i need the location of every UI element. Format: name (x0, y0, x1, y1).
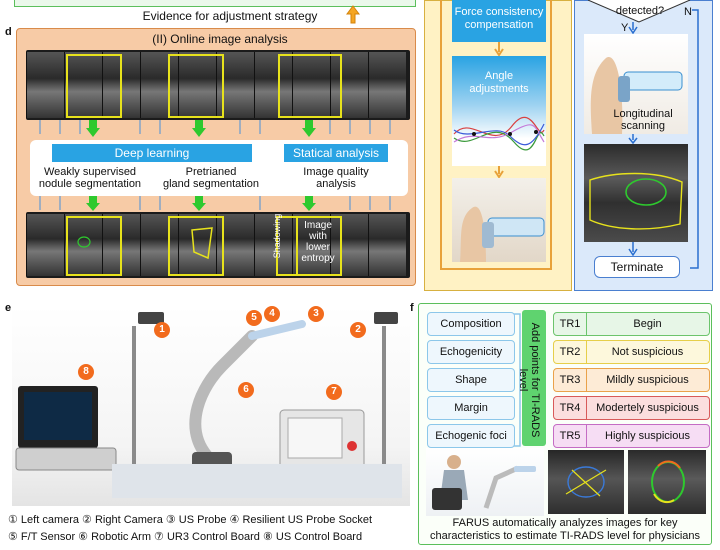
tr-row: TR2 Not suspicious (553, 340, 710, 364)
y-label: Y (621, 22, 629, 34)
tr-level-key: TR2 (554, 341, 587, 363)
tr-level-key: TR1 (554, 313, 587, 335)
ti-rads-ultrasound-2 (628, 450, 706, 514)
n-label: N (684, 6, 692, 18)
legend-line-1: ① Left camera ② Right Camera ③ US Probe … (8, 514, 373, 526)
adjustment-loop-border (440, 0, 552, 270)
ultrasound-strip-top (26, 50, 410, 120)
down-arrow-icon (494, 166, 504, 178)
neck-scan-image (584, 34, 688, 134)
tr-level-value: Mildly suspicious (606, 374, 689, 386)
ti-rads-ultrasound-1 (548, 450, 624, 514)
tr-level-value: Begin (633, 318, 662, 330)
nodule-contour (77, 236, 91, 248)
panel-d-title: (II) Online image analysis (152, 32, 288, 46)
neck-probe-image (452, 178, 546, 262)
terminate-box: Terminate (594, 256, 680, 278)
bracket-icon (514, 313, 521, 447)
criterion-shape: Shape (427, 368, 515, 392)
top-green-panel-edge (14, 0, 416, 7)
detected-label: detected? (615, 5, 665, 17)
decision-diamond (587, 0, 691, 23)
angle-waves (453, 116, 545, 151)
criterion-margin: Margin (427, 396, 515, 420)
down-arrows-row-2 (30, 196, 410, 212)
force-compensation-box: Force consistency compensation (452, 0, 546, 42)
badge-1: 1 (154, 322, 170, 338)
legend-line-2: ⑤ F/T Sensor ⑥ Robotic Arm ⑦ UR3 Control… (8, 531, 363, 543)
down-arrow-icon (628, 242, 638, 256)
tr-level-value: Modertely suspicious (596, 402, 699, 414)
panel-e-letter: e (5, 302, 12, 314)
green-arrow-icon (302, 196, 316, 211)
tr-row: TR1 Begin (553, 312, 710, 336)
tr-level-key: TR3 (554, 369, 587, 391)
longitudinal-ultrasound-image (584, 144, 688, 242)
badge-3: 3 (308, 306, 324, 322)
up-arrow-icon (346, 5, 360, 24)
criterion-echogenicity: Echogenicity (427, 340, 515, 364)
badge-5: 5 (246, 310, 262, 326)
badge-4: 4 (264, 306, 280, 322)
tr-row: TR5 Highly suspicious (553, 424, 710, 448)
green-arrow-icon (192, 120, 206, 137)
criterion-echogenic-foci: Echogenic foci (427, 424, 515, 448)
clinical-scene-image (426, 448, 544, 516)
badge-6: 6 (238, 382, 254, 398)
green-arrow-icon (302, 120, 316, 137)
criterion-composition: Composition (427, 312, 515, 336)
panel-f-caption: FARUS automatically analyzes images for … (430, 517, 700, 542)
top-caption: Evidence for adjustment strategy (142, 9, 318, 23)
shadowing-label: Shadowing (272, 213, 282, 259)
tr-level-key: TR5 (554, 425, 587, 447)
panel-d-letter: d (5, 26, 12, 38)
tr-row: TR4 Modertely suspicious (553, 396, 710, 420)
gland-contour (191, 227, 213, 260)
down-arrow-icon (494, 42, 504, 56)
add-points-label: Add points for TI-RADS level (517, 322, 541, 438)
panel-f-letter: f (410, 302, 414, 314)
tr-level-key: TR4 (554, 397, 587, 419)
badge-7: 7 (326, 384, 342, 400)
down-arrow-icon (628, 22, 638, 34)
angle-adjustments-label: Angle adjustments (469, 70, 529, 95)
green-arrow-icon (86, 196, 100, 211)
down-arrows-row-1 (30, 120, 410, 140)
green-arrow-icon (192, 196, 206, 211)
robot-photo (12, 306, 410, 506)
tr-level-value: Not suspicious (611, 346, 684, 358)
green-arrow-icon (86, 120, 100, 137)
loop-arrow-line (690, 9, 699, 269)
tr-level-value: Highly suspicious (605, 430, 690, 442)
badge-8: 8 (78, 364, 94, 380)
down-arrow-icon (628, 134, 638, 144)
badge-2: 2 (350, 322, 366, 338)
ultrasound-strip-bottom (26, 212, 410, 278)
deep-learning-label: Deep learning (52, 144, 252, 162)
statical-analysis-label: Statical analysis (284, 144, 388, 162)
tr-row: TR3 Mildly suspicious (553, 368, 710, 392)
add-points-box (522, 310, 546, 446)
